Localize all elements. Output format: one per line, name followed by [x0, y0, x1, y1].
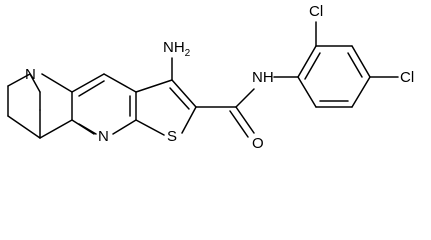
bond	[78, 80, 105, 97]
atom-label-cl-para: Cl	[400, 69, 414, 86]
pyridine-ring	[71, 73, 137, 135]
bond	[78, 123, 97, 135]
nh2-subscript: 2	[185, 48, 191, 59]
bond	[135, 79, 173, 93]
bond	[29, 73, 41, 93]
bond	[181, 106, 197, 134]
bond	[235, 106, 255, 134]
bond	[229, 110, 249, 138]
atom-label-n-pyridine: N	[98, 128, 109, 145]
bond	[297, 45, 317, 78]
bond	[169, 87, 190, 110]
amide-bonds	[195, 76, 299, 138]
bridge-bonds	[7, 73, 73, 139]
bond	[297, 76, 317, 108]
bond	[135, 119, 165, 136]
bond	[41, 73, 73, 93]
atom-label-amide-o: O	[252, 135, 264, 152]
bond	[351, 45, 371, 78]
bond	[351, 76, 371, 108]
molecule-diagram: N N S NH2 NH O Cl Cl	[7, 3, 414, 152]
bond	[235, 88, 255, 108]
atom-label-n-bridgehead: N	[25, 66, 36, 83]
bond	[304, 52, 321, 80]
atom-label-nh2: NH2	[163, 39, 191, 59]
bond	[171, 79, 197, 108]
atom-label-amide-nh: NH	[252, 69, 274, 86]
bond	[103, 73, 137, 93]
bond	[7, 73, 31, 87]
atom-label-cl-ortho: Cl	[309, 3, 323, 20]
atom-label-s-thiophene: S	[167, 128, 177, 145]
bond	[112, 119, 137, 135]
bond	[71, 73, 105, 93]
bond	[7, 115, 41, 139]
bond	[39, 119, 73, 139]
nh2-main: NH	[163, 39, 185, 56]
bond	[347, 52, 363, 78]
thiophene-ring	[135, 79, 197, 136]
dichlorophenyl-ring	[297, 21, 399, 108]
